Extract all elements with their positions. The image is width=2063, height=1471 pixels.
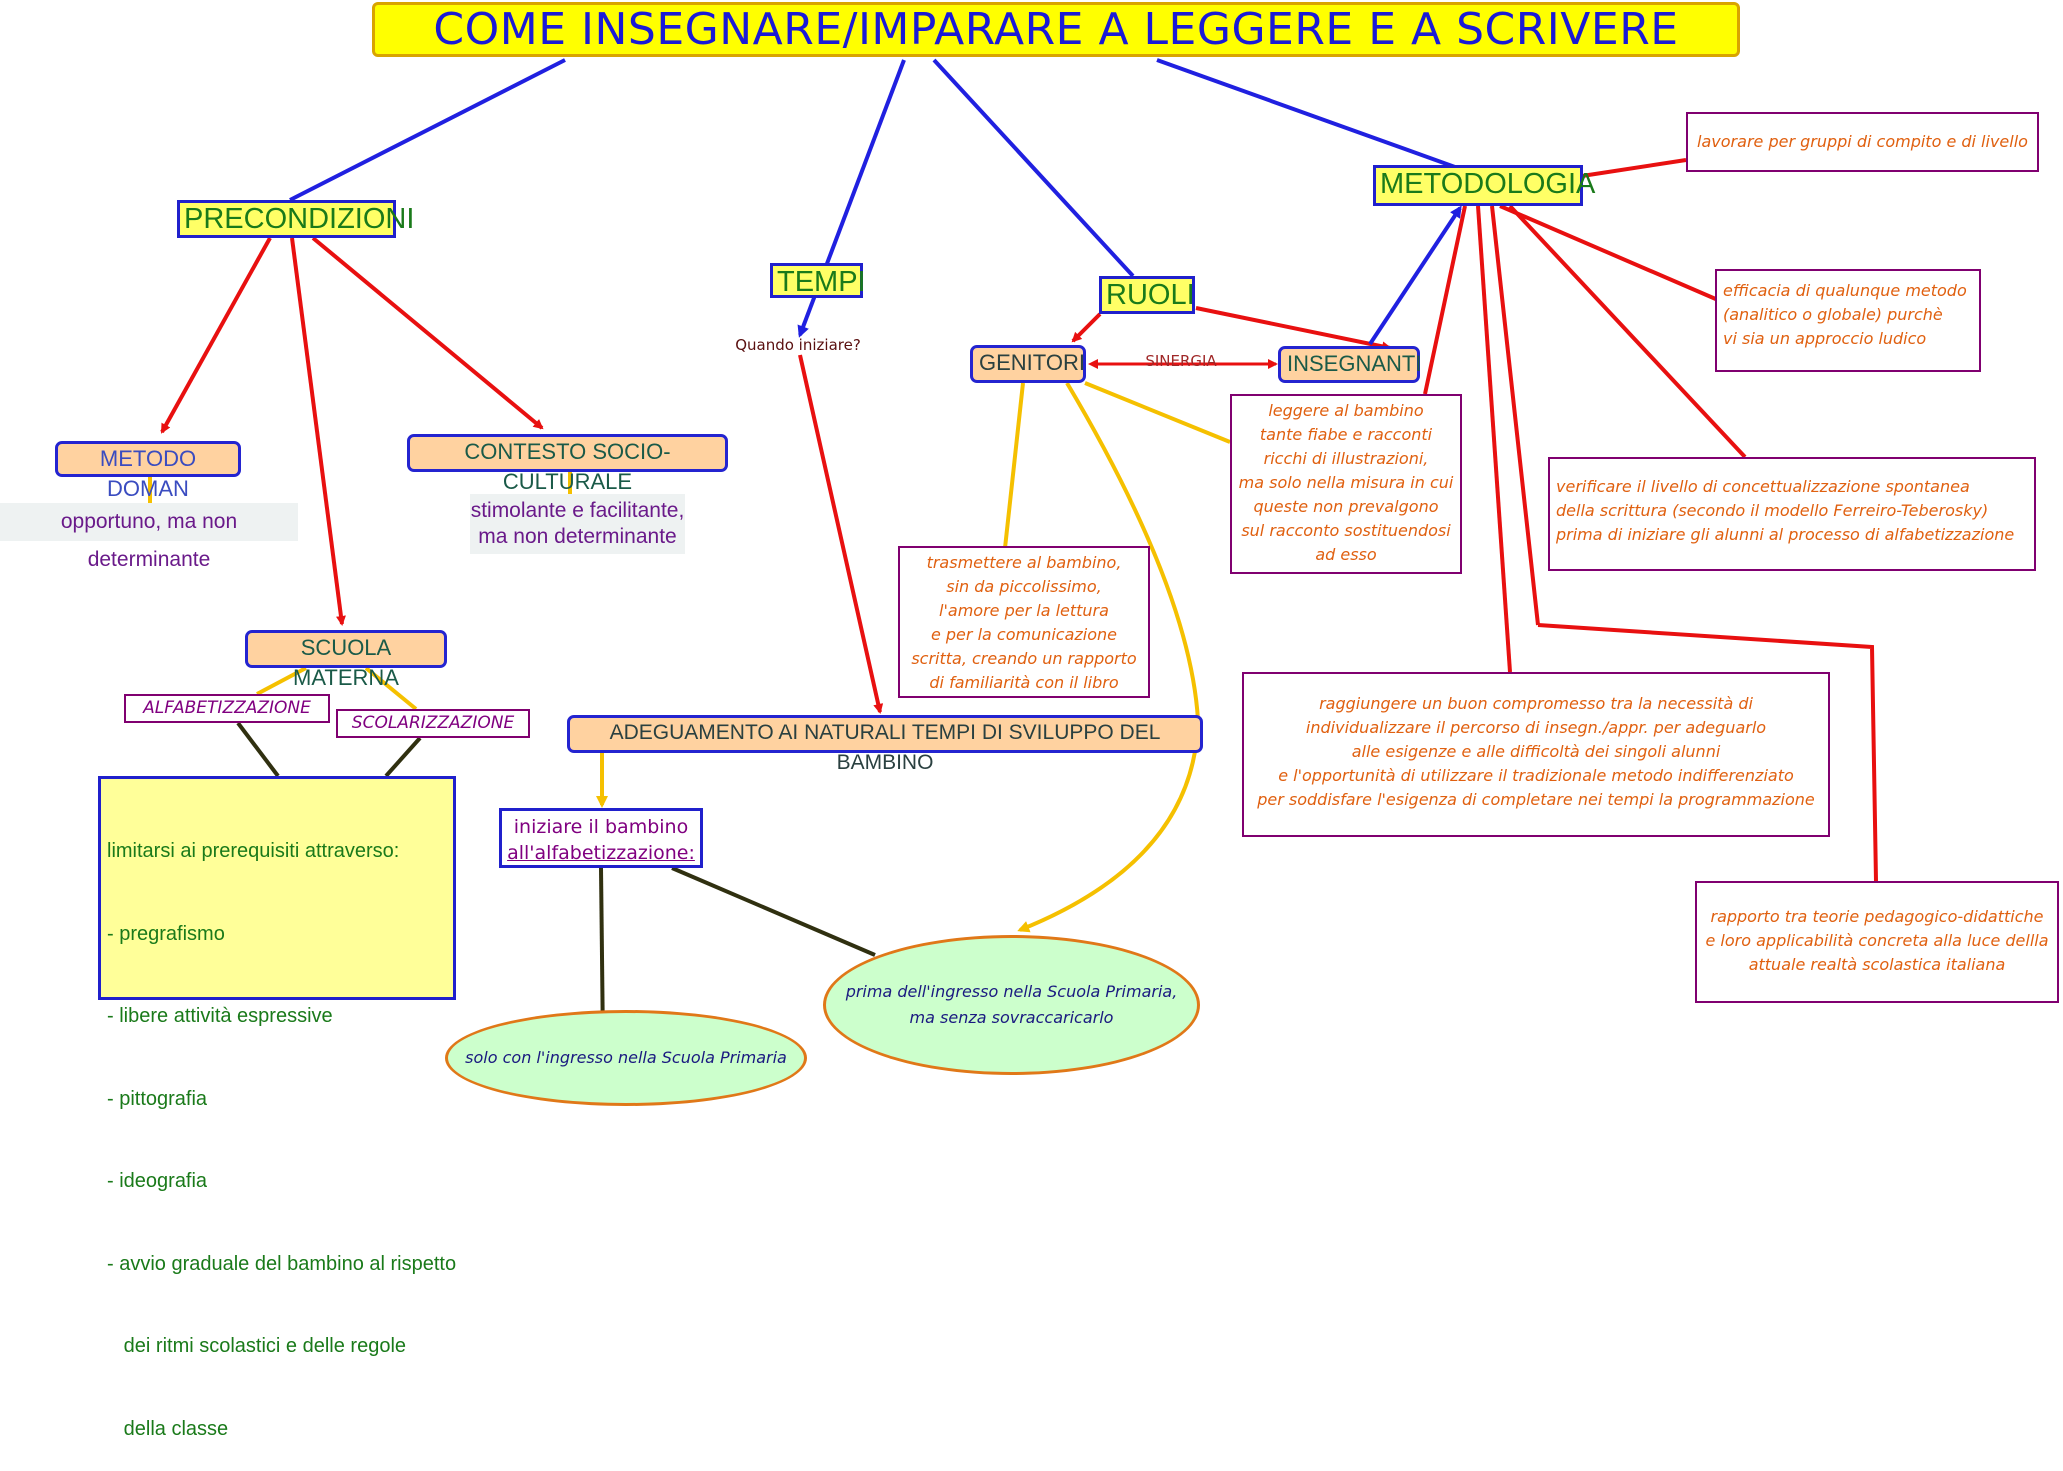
node-metodo-doman: METODO DOMAN [55, 441, 241, 501]
box-line: (analitico o globale) purchè [1723, 305, 1943, 324]
box-raggiungere: raggiungere un buon compromesso tra la n… [1242, 672, 1830, 837]
box-line: ad esso [1315, 545, 1377, 564]
box-verificare: verificare il livello di concettualizzaz… [1548, 457, 2036, 571]
tag-alfabetizzazione: ALFABETIZZAZIONE [124, 694, 330, 723]
link-title-ruoli [932, 58, 1135, 278]
box-rapporto: rapporto tra teorie pedagogico-didattich… [1695, 881, 2059, 1003]
box-line: prima di iniziare gli alunni al processo… [1556, 525, 2015, 544]
node-tempi: TEMPI [770, 263, 866, 298]
list-item: dei ritmi scolastici e delle regole [107, 1335, 407, 1357]
label-sinergia: SINERGIA [1145, 352, 1217, 370]
box-line: alle esigenze e alle difficoltà dei sing… [1351, 742, 1721, 761]
node-precondizioni: PRECONDIZIONI [177, 200, 414, 238]
box-line: di familiarità con il libro [929, 673, 1119, 692]
node-genitori: GENITORI [970, 345, 1086, 383]
node-iniziare-line-2: all'alfabetizzazione: [507, 842, 695, 864]
box-line: l'amore per la lettura [939, 601, 1109, 620]
box-trasmettere: trasmettere al bambino, sin da piccoliss… [898, 546, 1150, 698]
box-line: sin da piccolissimo, [946, 577, 1102, 596]
box-line: vi sia un approccio ludico [1723, 329, 1927, 348]
list-item: - libere attività espressive [107, 1005, 333, 1027]
box-line: trasmettere al bambino, [926, 553, 1122, 572]
list-item: limitarsi ai prerequisiti attraverso: [107, 840, 400, 862]
list-item: - ideografia [107, 1170, 208, 1192]
note-opportuno: opportuno, ma non determinante [0, 503, 298, 571]
box-line: e per la comunicazione [930, 625, 1118, 644]
node-adeguamento: ADEGUAMENTO AI NATURALI TEMPI DI SVILUPP… [567, 715, 1203, 774]
note-stimolante-line-2: ma non determinante [478, 525, 677, 548]
box-line: attuale realtà scolastica italiana [1748, 955, 2006, 974]
list-item: - pregrafismo [107, 922, 225, 945]
list-item: - avvio graduale del bambino al rispetto [107, 1252, 457, 1275]
node-scuola-materna: SCUOLA MATERNA [245, 630, 447, 690]
page-title: COME INSEGNARE/IMPARARE A LEGGERE E A SC… [372, 2, 1740, 57]
box-line: per soddisfare l'esigenza di completare … [1257, 790, 1815, 809]
box-line: individualizzare il percorso di insegn./… [1305, 718, 1767, 737]
note-stimolante: stimolante e facilitante, ma non determi… [470, 494, 685, 554]
box-line: verificare il livello di concettualizzaz… [1556, 477, 1970, 496]
node-insegnanti: INSEGNANTI [1278, 346, 1421, 383]
box-line: tante fiabe e racconti [1259, 425, 1433, 444]
node-iniziare: iniziare il bambino all'alfabetizzazione… [499, 808, 703, 868]
label-quando-iniziare: Quando iniziare? [735, 336, 861, 354]
box-line: scritta, creando un rapporto [911, 649, 1137, 668]
list-item: della classe [107, 1417, 229, 1440]
ellipse-prima-line-1: prima dell'ingresso nella Scuola Primari… [845, 982, 1178, 1001]
box-line: e loro applicabilità concreta alla luce … [1705, 931, 2049, 950]
box-line: ma solo nella misura in cui [1238, 473, 1454, 492]
ellipse-prima-line-2: ma senza sovraccaricarlo [909, 1008, 1114, 1027]
list-prerequisiti: limitarsi ai prerequisiti attraverso: - … [98, 776, 456, 1440]
ellipse-prima: prima dell'ingresso nella Scuola Primari… [823, 935, 1200, 1075]
node-iniziare-line-1: iniziare il bambino [513, 816, 689, 838]
box-line: ricchi di illustrazioni, [1263, 449, 1429, 468]
box-leggere: leggere al bambino tante fiabe e raccont… [1230, 394, 1462, 574]
box-line: e l'opportunità di utilizzare il tradizi… [1278, 766, 1794, 785]
ellipse-solo-con: solo con l'ingresso nella Scuola Primari… [445, 1010, 807, 1106]
node-contesto: CONTESTO SOCIO-CULTURALE [407, 434, 728, 494]
node-metodologia: METODOLOGIA [1373, 165, 1595, 206]
box-lavorare: lavorare per gruppi di compito e di live… [1686, 112, 2039, 172]
link-title-precondizioni [289, 58, 566, 202]
box-line: rapporto tra teorie pedagogico-didattich… [1710, 907, 2044, 926]
note-stimolante-line-1: stimolante e facilitante, [470, 499, 685, 522]
box-line: leggere al bambino [1268, 401, 1424, 420]
list-item: - pittografia [107, 1087, 208, 1110]
node-ruoli: RUOLI [1099, 276, 1195, 314]
tag-scolarizzazione: SCOLARIZZAZIONE [336, 709, 530, 738]
box-line: sul racconto sostituendosi [1241, 521, 1451, 540]
box-line: queste non prevalgono [1253, 497, 1439, 516]
box-line: efficacia di qualunque metodo [1723, 281, 1967, 300]
box-line: della scrittura (secondo il modello Ferr… [1556, 501, 1989, 520]
link-title-metodologia [1156, 58, 1456, 169]
box-line: raggiungere un buon compromesso tra la n… [1319, 694, 1753, 713]
box-efficacia: efficacia di qualunque metodo (analitico… [1715, 269, 1981, 372]
